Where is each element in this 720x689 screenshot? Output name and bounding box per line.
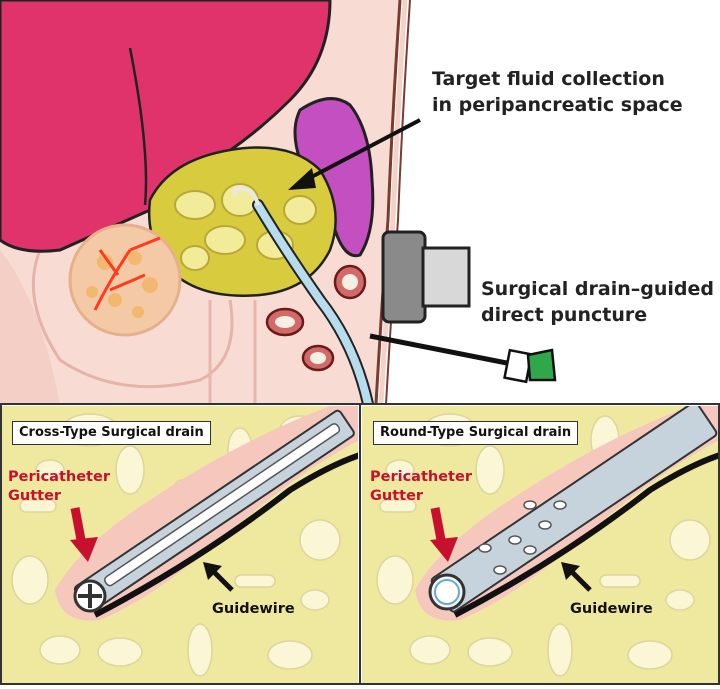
drain-guided-label: Surgical drain–guided direct puncture	[481, 276, 714, 328]
right-gutter-label: Pericatheter Gutter	[370, 468, 472, 506]
vessel-cross-sections	[265, 264, 367, 372]
left-gutter-line2: Gutter	[8, 488, 62, 504]
round-type-panel-art	[362, 406, 718, 683]
target-label-line2: in peripancreatic space	[432, 94, 683, 116]
left-gutter-label: Pericatheter Gutter	[8, 468, 110, 506]
drain-label-line1: Surgical drain–guided	[481, 278, 714, 300]
target-arrow	[288, 118, 421, 190]
ultrasound-probe	[381, 230, 471, 324]
target-label: Target fluid collection in peripancreati…	[432, 66, 683, 118]
target-label-line1: Target fluid collection	[432, 68, 665, 90]
left-guidewire-label: Guidewire	[212, 601, 295, 617]
abdominal-wall	[376, 0, 720, 404]
puncture-needle	[369, 333, 557, 384]
guidewire-tip	[232, 185, 260, 206]
right-gutter-line2: Gutter	[370, 488, 424, 504]
duodenum-structure	[68, 223, 182, 337]
left-gutter-line1: Pericatheter	[8, 469, 110, 485]
round-type-title: Round-Type Surgical drain	[373, 421, 579, 445]
drain-label-line2: direct puncture	[481, 304, 648, 326]
right-gutter-line1: Pericatheter	[370, 469, 472, 485]
right-guidewire-label: Guidewire	[570, 601, 653, 617]
anatomy-panel	[0, 0, 720, 404]
kidney-outline	[31, 249, 234, 389]
pancreas-lobules	[174, 183, 317, 271]
cross-type-title: Cross-Type Surgical drain	[12, 421, 211, 445]
cross-type-panel-art	[2, 406, 358, 683]
